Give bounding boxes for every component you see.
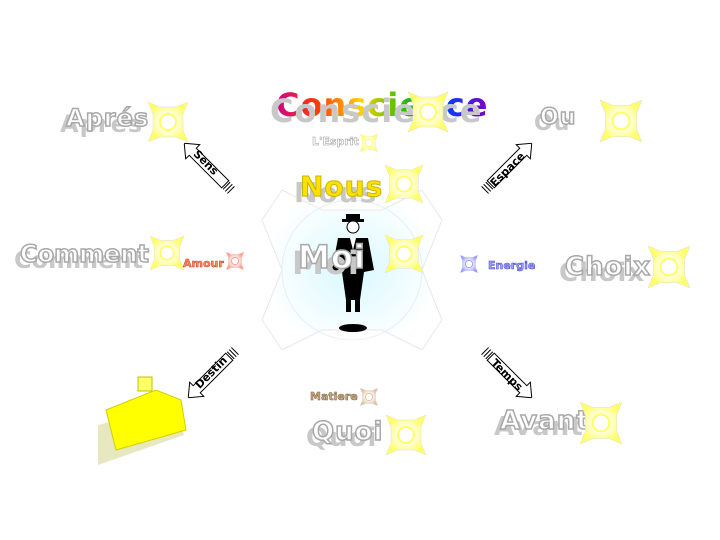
word-avant: Avant	[499, 405, 590, 437]
sun-icon	[149, 235, 185, 274]
sun-icon	[384, 164, 424, 207]
ship-icon	[98, 376, 187, 465]
sun-icon	[407, 91, 449, 136]
sun-icon	[385, 414, 427, 459]
word-conscience: Conscience	[276, 86, 489, 124]
word-apres: Aprés	[65, 103, 150, 133]
word-energie: Energie	[488, 259, 536, 273]
word-moi: Moi	[297, 237, 366, 277]
arrow-sens: Sens	[176, 135, 241, 200]
sun-icon	[359, 387, 379, 410]
sun-icon	[384, 234, 424, 277]
sun-icon	[225, 251, 245, 274]
word-ou: Ou	[539, 104, 577, 131]
sun-icon	[147, 101, 189, 146]
sun-icon	[647, 245, 691, 292]
sun-icon	[599, 99, 643, 146]
word-esprit: L'Esprit	[312, 135, 359, 149]
word-amour: Amour	[183, 257, 224, 271]
word-nous: Nous	[299, 170, 384, 204]
sun-icon	[359, 133, 379, 156]
man-figure-icon	[332, 214, 374, 332]
arrow-espace: Espace	[474, 135, 539, 200]
sun-icon	[459, 254, 479, 277]
arrow-temps: Temps	[474, 340, 539, 405]
word-comment: Comment	[19, 239, 149, 269]
word-quoi: Quoi	[311, 416, 384, 448]
arrow-destin: Destin	[180, 340, 245, 405]
sun-icon	[579, 401, 623, 448]
word-matiere: Matiere	[310, 390, 358, 404]
word-choix: Choix	[564, 251, 652, 283]
